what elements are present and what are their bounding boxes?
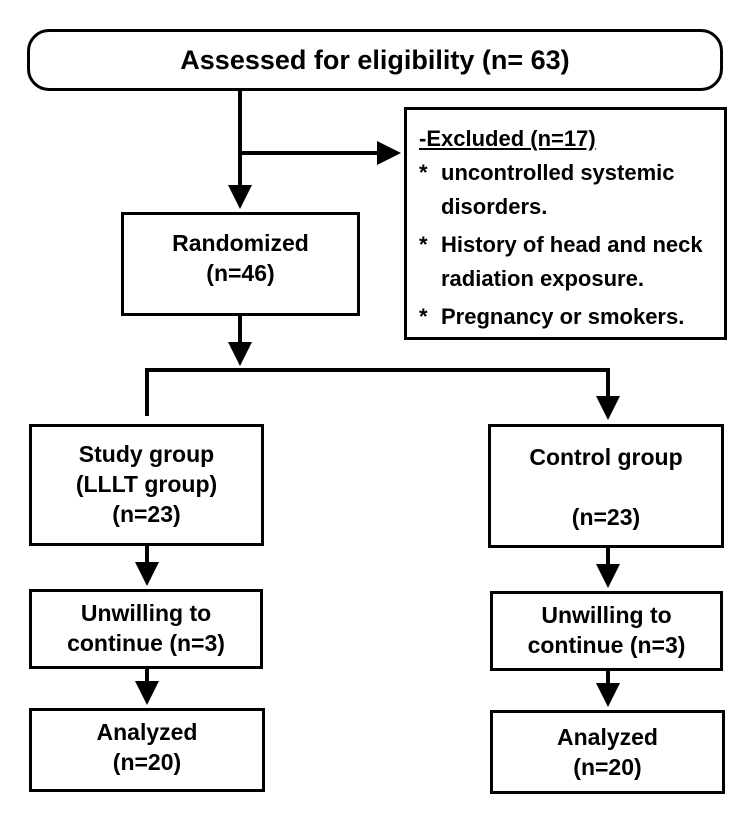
study-group-label: Study group	[78, 441, 215, 467]
control-unwilling-line2: continue (n=3)	[527, 632, 686, 658]
excluded-item: * Pregnancy or smokers.	[419, 300, 724, 334]
control-group-box: Control group (n=23)	[488, 424, 724, 548]
study-unwilling-box: Unwilling to continue (n=3)	[29, 589, 263, 669]
control-group-label: Control group	[529, 444, 683, 470]
study-group-count: (n=23)	[112, 501, 181, 527]
control-analyzed-count: (n=20)	[573, 754, 642, 780]
study-group-box: Study group (LLLT group) (n=23)	[29, 424, 264, 546]
excluded-item-text: uncontrolled systemic	[441, 160, 675, 185]
control-analyzed-box: Analyzed (n=20)	[490, 710, 725, 794]
study-analyzed-box: Analyzed (n=20)	[29, 708, 265, 792]
excluded-bullet: *	[419, 160, 428, 185]
excluded-item: * uncontrolled systemic disorders.	[419, 156, 724, 224]
randomized-label: Randomized	[172, 230, 309, 256]
study-unwilling-line1: Unwilling to	[80, 600, 212, 626]
excluded-heading: -Excluded (n=17)	[419, 126, 596, 151]
randomized-box: Randomized (n=46)	[121, 212, 360, 316]
assessed-label: Assessed for eligibility (n= 63)	[180, 45, 570, 75]
control-unwilling-word1: Unwilling	[541, 602, 644, 628]
randomized-count: (n=46)	[206, 260, 275, 286]
study-group-sublabel: (LLLT group)	[75, 471, 218, 497]
excluded-bullet: *	[419, 232, 428, 257]
control-analyzed-label: Analyzed	[557, 724, 658, 750]
split-connector	[145, 368, 620, 420]
control-unwilling-box: Unwilling to continue (n=3)	[490, 591, 723, 671]
study-analyzed-count: (n=20)	[112, 749, 182, 775]
control-group-count: (n=23)	[571, 504, 641, 530]
study-analyzed-label: Analyzed	[96, 719, 198, 745]
excluded-item: * History of head and neck radiation expos…	[419, 228, 724, 296]
study-unwilling-line2: continue (n=3)	[67, 630, 225, 656]
assessed-box: Assessed for eligibility (n= 63)	[27, 29, 723, 91]
excluded-item-text: History of head and neck	[441, 232, 703, 257]
excluded-item-text: radiation exposure.	[441, 266, 644, 291]
excluded-box: -Excluded (n=17) * uncontrolled systemic d…	[404, 107, 727, 340]
control-group-blank-line	[491, 472, 721, 502]
control-unwilling-word2: to	[649, 602, 672, 628]
excluded-bullet: *	[419, 304, 428, 329]
excluded-item-text: Pregnancy or smokers.	[441, 304, 685, 329]
control-unwilling-line1: Unwilling to	[493, 600, 720, 630]
excluded-item-text: disorders.	[441, 194, 548, 219]
